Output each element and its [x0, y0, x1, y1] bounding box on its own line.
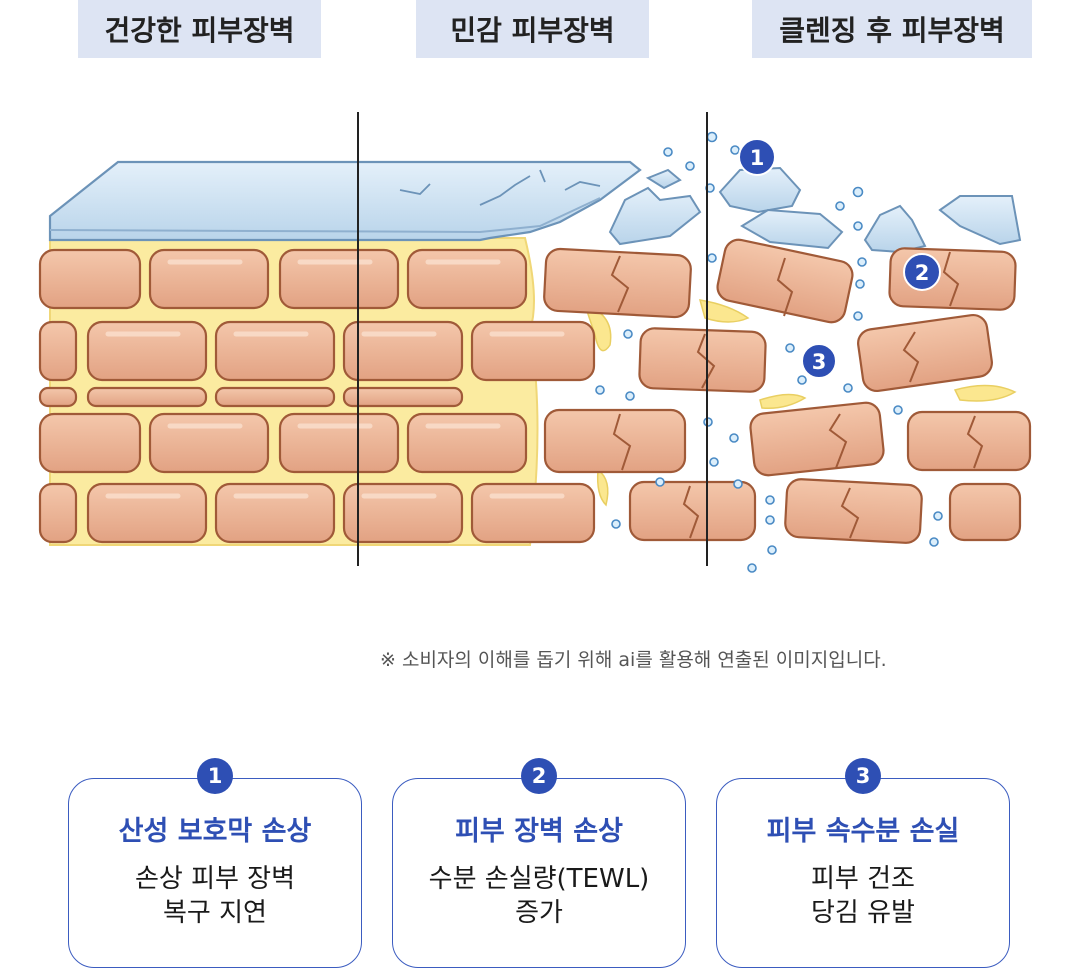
svg-text:1: 1: [750, 146, 765, 170]
card-title: 피부 장벽 손상: [455, 816, 623, 847]
ice-cracks: [399, 169, 601, 206]
label-post-cleansing-barrier: 클렌징 후 피부장벽: [752, 0, 1032, 58]
card-skin-barrier: 피부 장벽 손상 수분 손실량(TEWL) 증가: [392, 778, 686, 968]
label-sensitive-barrier: 민감 피부장벽: [416, 0, 649, 58]
water-droplets: [595, 131, 943, 573]
marker-1: 1: [738, 138, 776, 176]
acid-mantle-sheet: [48, 160, 642, 242]
skin-barrier-illustration: 1 2 3: [38, 112, 1032, 573]
card-number-badge: 1: [197, 758, 233, 794]
card-desc-line: 수분 손실량(TEWL): [428, 864, 650, 894]
svg-text:2: 2: [915, 261, 930, 285]
card-description: 피부 건조 당김 유발: [717, 862, 1009, 930]
acid-mantle-shards: [608, 166, 1022, 254]
damaged-bricks: [543, 238, 1032, 544]
card-acid-mantle: 산성 보호막 손상 손상 피부 장벽 복구 지연: [68, 778, 362, 968]
card-desc-line: 복구 지연: [163, 898, 267, 928]
card-desc-line: 손상 피부 장벽: [134, 864, 296, 894]
card-title: 산성 보호막 손상: [118, 816, 312, 847]
lipid-drips: [583, 299, 1017, 507]
card-moisture-loss: 피부 속수분 손실 피부 건조 당김 유발: [716, 778, 1010, 968]
card-description: 손상 피부 장벽 복구 지연: [69, 862, 361, 930]
card-desc-line: 피부 건조: [811, 864, 915, 894]
card-title: 피부 속수분 손실: [766, 816, 960, 847]
card-description: 수분 손실량(TEWL) 증가: [393, 862, 685, 930]
brick-highlights: [105, 259, 565, 499]
marker-2: 2: [903, 253, 941, 291]
card-desc-line: 당김 유발: [811, 898, 915, 928]
ai-disclaimer-note: ※ 소비자의 이해를 돕기 위해 ai를 활용해 연출된 이미지입니다.: [380, 649, 887, 671]
label-healthy-barrier: 건강한 피부장벽: [78, 0, 321, 58]
card-number-badge: 2: [521, 758, 557, 794]
marker-3: 3: [801, 343, 837, 379]
svg-text:3: 3: [812, 350, 827, 374]
card-number-badge: 3: [845, 758, 881, 794]
card-desc-line: 증가: [515, 898, 563, 928]
